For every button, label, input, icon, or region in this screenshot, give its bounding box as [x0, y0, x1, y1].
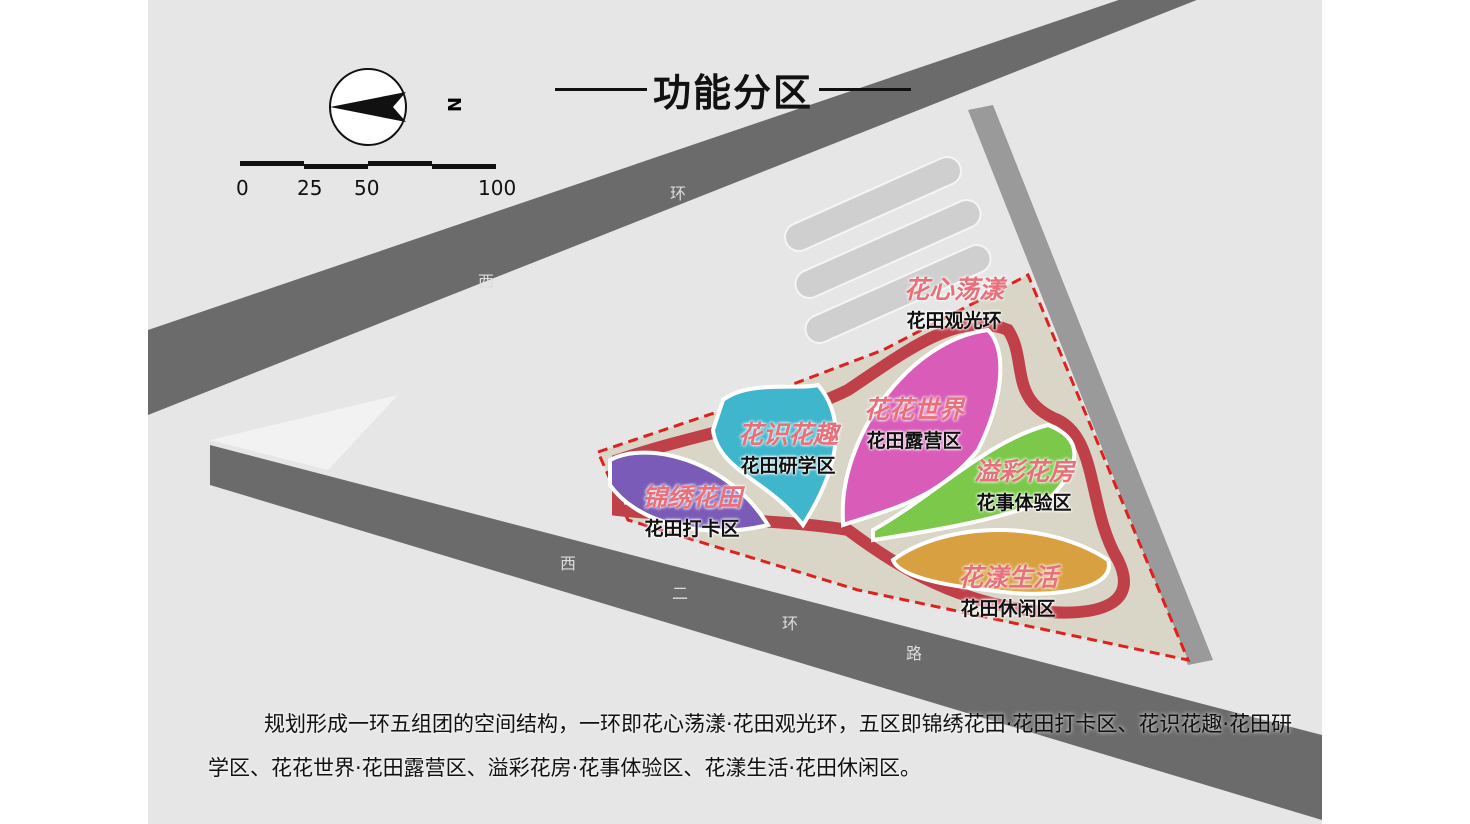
zone-poem: 溢彩花房 [974, 457, 1075, 486]
scale-label: 25 [297, 176, 323, 200]
zone-label-ring: 花心荡漾花田观光环 [904, 270, 1004, 333]
title-rule [819, 88, 912, 91]
north-label: N [443, 96, 465, 113]
description: 规划形成一环五组团的空间结构，一环即花心荡漾·花田观光环，五区即锦绣花田·花田打… [208, 702, 1298, 790]
parking-lot [784, 156, 992, 344]
zone-label-experience: 溢彩花房花事体验区 [974, 452, 1074, 515]
zone-label-checkin: 锦绣花田花田打卡区 [642, 478, 742, 541]
scale-label: 100 [478, 176, 517, 200]
zone-poem: 花花世界 [864, 395, 965, 424]
zone-name: 花事体验区 [976, 492, 1072, 514]
description-text: 规划形成一环五组团的空间结构，一环即花心荡漾·花田观光环，五区即锦绣花田·花田打… [208, 712, 1293, 780]
zone-poem: 花识花趣 [738, 420, 839, 449]
road-junction-triangle [210, 395, 398, 470]
slide: N 0 25 50 100 西 环 西 二 环 路 花心荡漾花田观光环 花花世界… [148, 0, 1322, 824]
zone-label-leisure: 花漾生活花田休闲区 [958, 558, 1058, 621]
ring-path [612, 318, 1130, 619]
road-west-second-ring [210, 445, 1322, 820]
zone-poem: 花漾生活 [958, 563, 1059, 592]
scale-bar [240, 161, 496, 169]
zone-name: 花田打卡区 [644, 518, 740, 540]
zone-name: 花田观光环 [906, 310, 1002, 332]
road-east-side [968, 105, 1213, 665]
zone-label-study: 花识花趣花田研学区 [738, 415, 838, 478]
road-label: 二 [672, 584, 689, 603]
compass-arrow-icon [330, 92, 406, 122]
road-west-ring-upper [148, 0, 1197, 415]
zone-label-camping: 花花世界花田露营区 [864, 390, 964, 453]
zone-poem: 花心荡漾 [904, 275, 1005, 304]
zone-name: 花田休闲区 [960, 598, 1056, 620]
zone-study [710, 382, 838, 529]
zone-name: 花田露营区 [866, 430, 962, 452]
zone-checkin [608, 450, 772, 533]
scale-label: 0 [236, 176, 249, 200]
zone-camping [840, 327, 1003, 528]
title-text: 功能分区 [653, 71, 814, 115]
road-label: 环 [782, 614, 799, 633]
zone-experience [871, 422, 1077, 543]
page-title: 功能分区 [555, 62, 912, 117]
zone-leisure [890, 528, 1111, 596]
road-label: 西 [560, 554, 577, 573]
scale-label: 50 [354, 176, 380, 200]
road-label: 路 [906, 644, 923, 663]
zone-poem: 锦绣花田 [642, 483, 743, 512]
title-rule [555, 88, 647, 91]
zone-name: 花田研学区 [740, 455, 836, 477]
road-label: 环 [670, 184, 687, 203]
road-label: 西 [478, 272, 495, 291]
site-map [148, 0, 1322, 820]
